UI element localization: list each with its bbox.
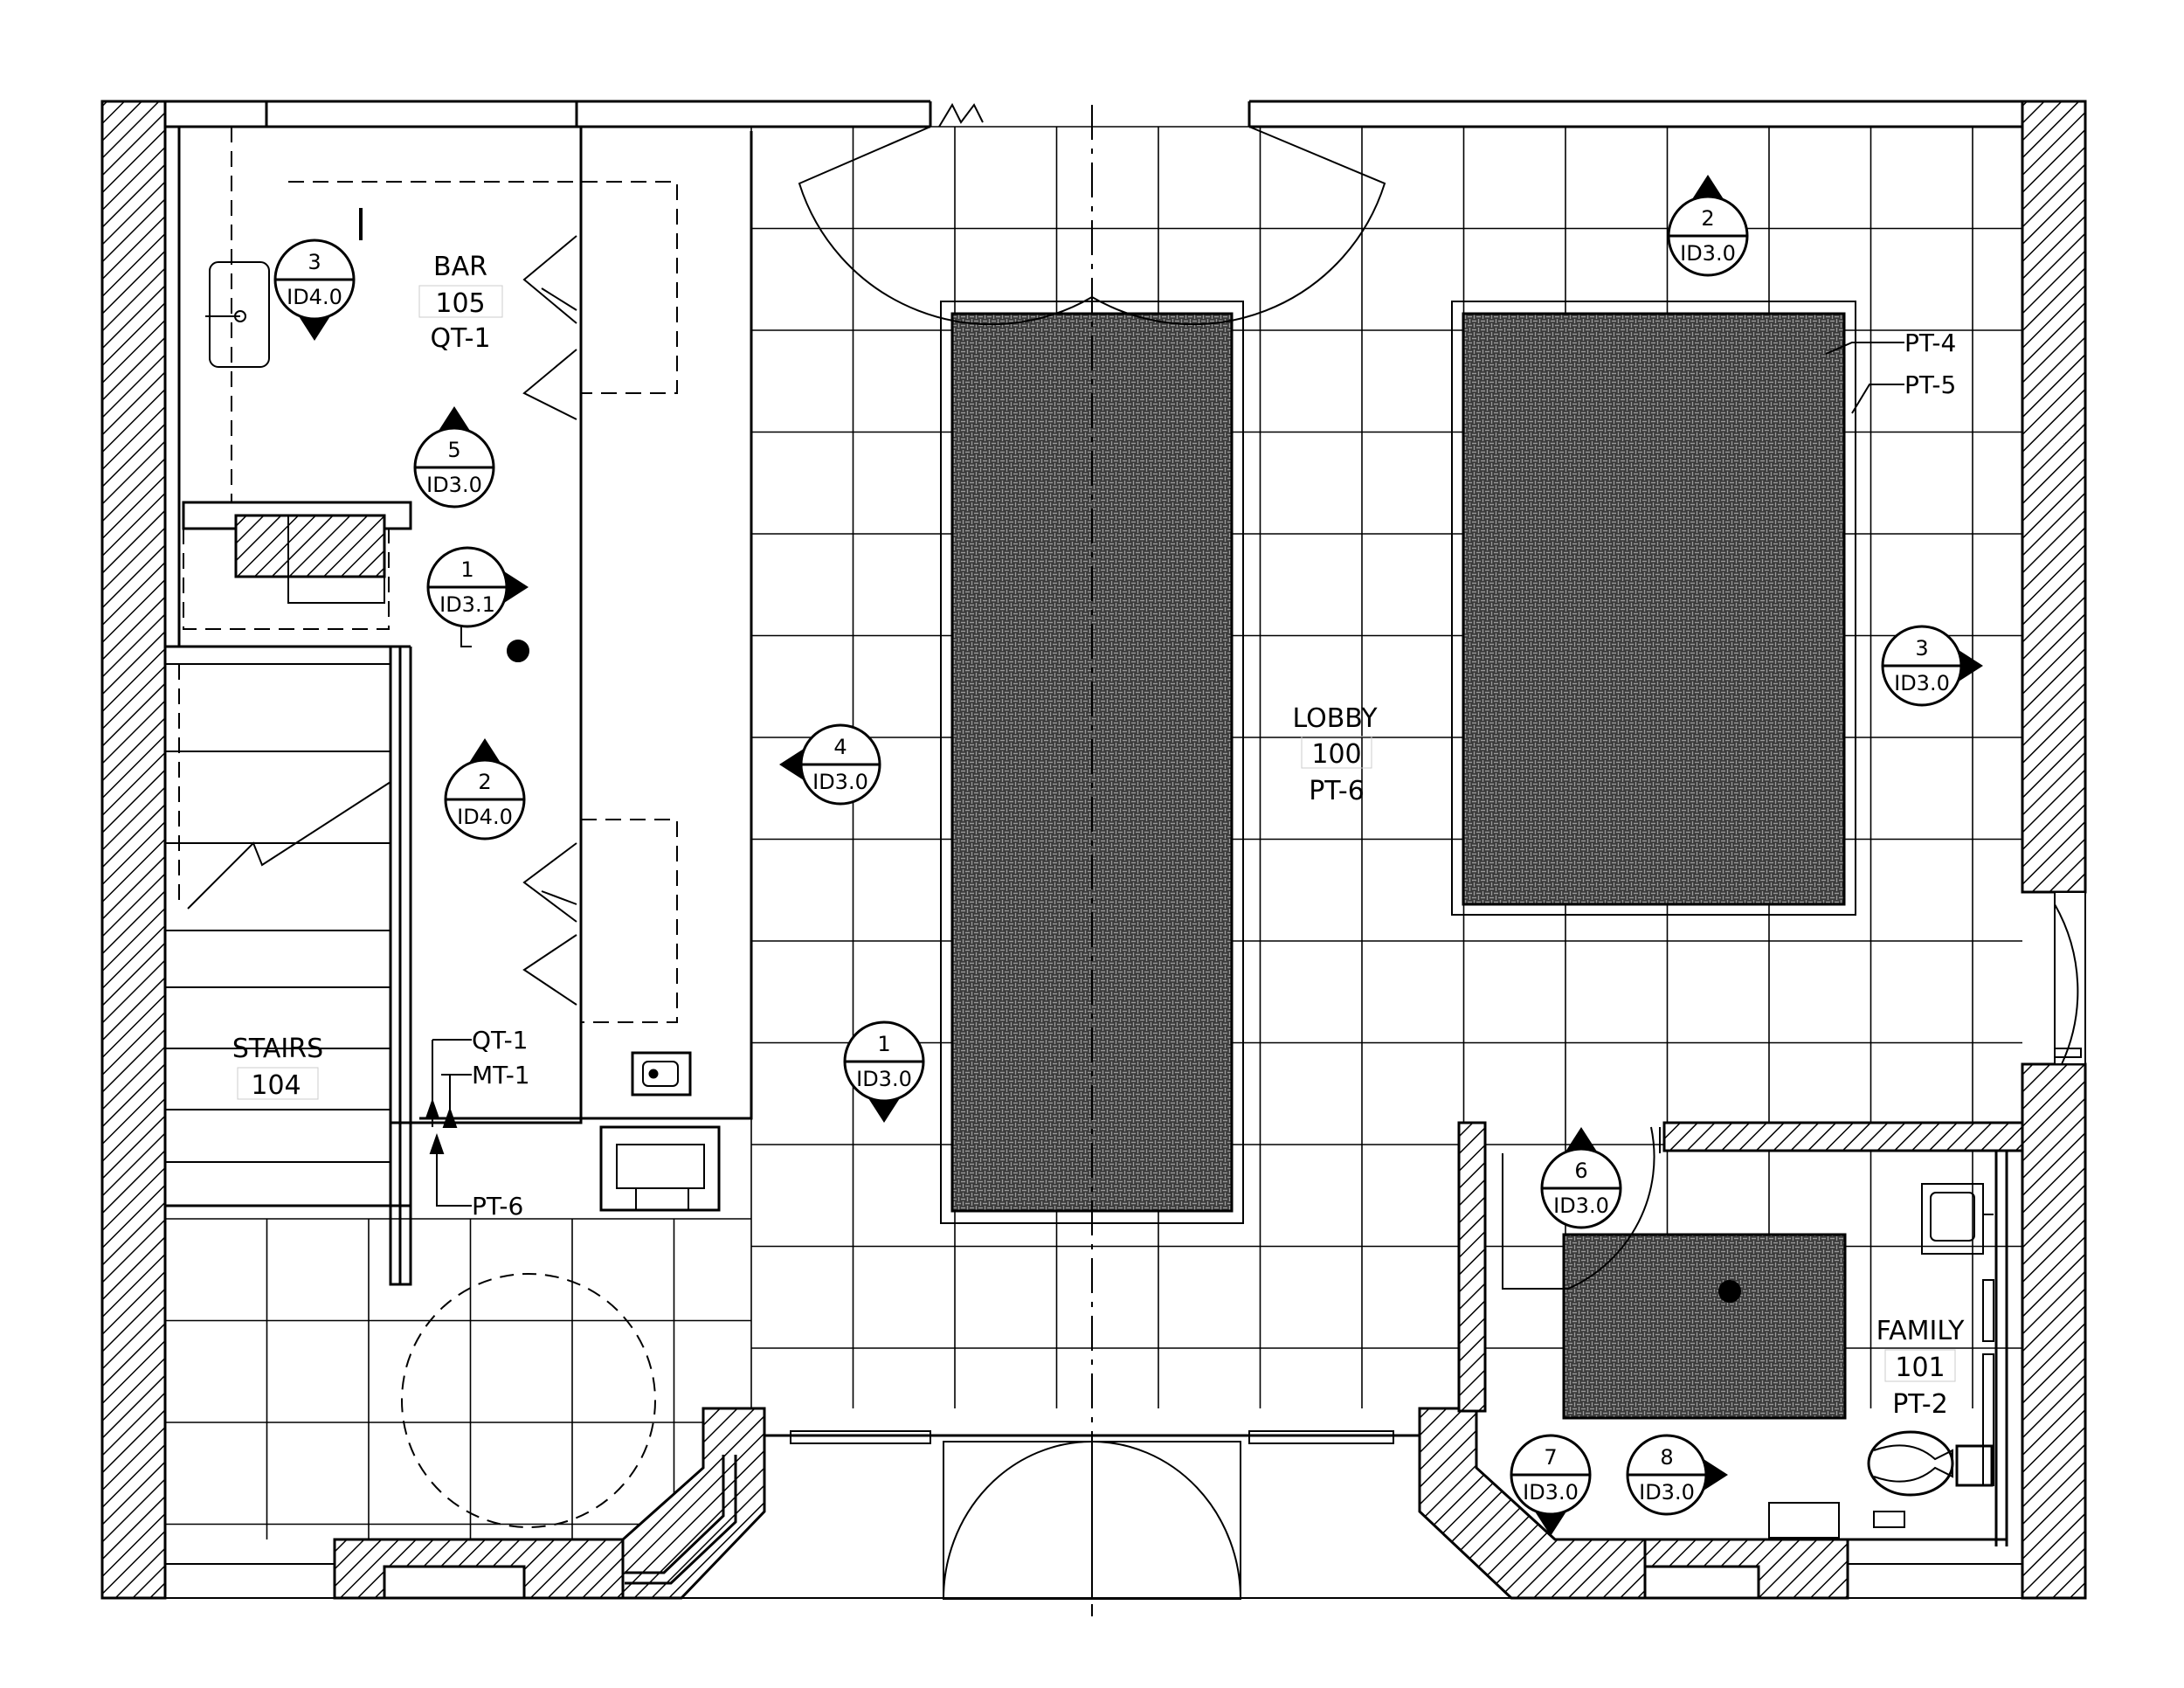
bar-room-finish: QT-1 (430, 323, 490, 354)
rug-border-2 (1451, 301, 1856, 916)
leaders (425, 342, 1904, 1207)
section-number: 3 (1915, 636, 1928, 661)
section-sheet-ref: ID4.0 (457, 805, 513, 829)
section-sheet-ref: ID3.0 (426, 473, 482, 497)
section-sheet-ref: ID3.0 (1680, 241, 1736, 266)
tag-pt-4: PT-4 (1904, 329, 1956, 357)
right-opening (2054, 891, 2086, 1065)
exterior-walls (100, 100, 2087, 1600)
family-room-number: 101 (1895, 1352, 1945, 1383)
section-number: 2 (1701, 206, 1714, 231)
section-number: 1 (877, 1032, 890, 1056)
section-sheet-ref: ID3.0 (1553, 1193, 1609, 1218)
section-number: 7 (1544, 1445, 1557, 1470)
stairs (163, 645, 656, 1528)
family-restroom (1457, 1121, 2024, 1546)
section-markers: 3ID4.05ID3.01ID3.12ID4.04ID3.01ID3.02ID3… (273, 175, 1983, 1536)
section-sheet-ref: ID3.0 (1639, 1480, 1695, 1505)
finish-tags: PT-4 PT-5 QT-1 MT-1 PT-6 (472, 329, 1956, 1221)
room-labels: BAR 105 QT-1 LOBBY 100 PT-6 STAIRS 104 F… (232, 252, 1965, 1420)
entry-doors (764, 102, 1420, 1600)
lobby-room-finish: PT-6 (1309, 776, 1365, 806)
section-number: 4 (833, 735, 847, 759)
section-sheet-ref: ID4.0 (287, 285, 342, 309)
family-room-name: FAMILY (1876, 1316, 1965, 1346)
tag-pt-6: PT-6 (472, 1192, 523, 1221)
section-sheet-ref: ID3.0 (812, 770, 868, 794)
tag-pt-5: PT-5 (1904, 370, 1956, 399)
section-sheet-ref: ID3.0 (1523, 1480, 1579, 1505)
section-number: 8 (1660, 1445, 1673, 1470)
bar-room-name: BAR (433, 252, 487, 282)
tag-qt-1: QT-1 (472, 1026, 529, 1055)
tag-mt-1: MT-1 (472, 1061, 530, 1090)
family-room-finish: PT-2 (1892, 1389, 1948, 1420)
section-sheet-ref: ID3.0 (1894, 671, 1950, 695)
lobby-room-number: 100 (1311, 739, 1361, 770)
bar-room-number: 105 (435, 288, 485, 319)
stairs-room-number: 104 (251, 1070, 301, 1101)
bay-trims (625, 1455, 737, 1585)
section-number: 6 (1574, 1159, 1587, 1183)
lobby-room-name: LOBBY (1292, 703, 1378, 734)
section-number: 3 (308, 250, 321, 274)
section-number: 1 (460, 557, 473, 582)
rugs (950, 312, 1847, 1420)
stairs-room-name: STAIRS (232, 1034, 323, 1064)
section-number: 2 (478, 770, 491, 794)
section-sheet-ref: ID3.1 (439, 592, 495, 617)
section-number: 5 (447, 438, 460, 462)
section-sheet-ref: ID3.0 (856, 1067, 912, 1091)
